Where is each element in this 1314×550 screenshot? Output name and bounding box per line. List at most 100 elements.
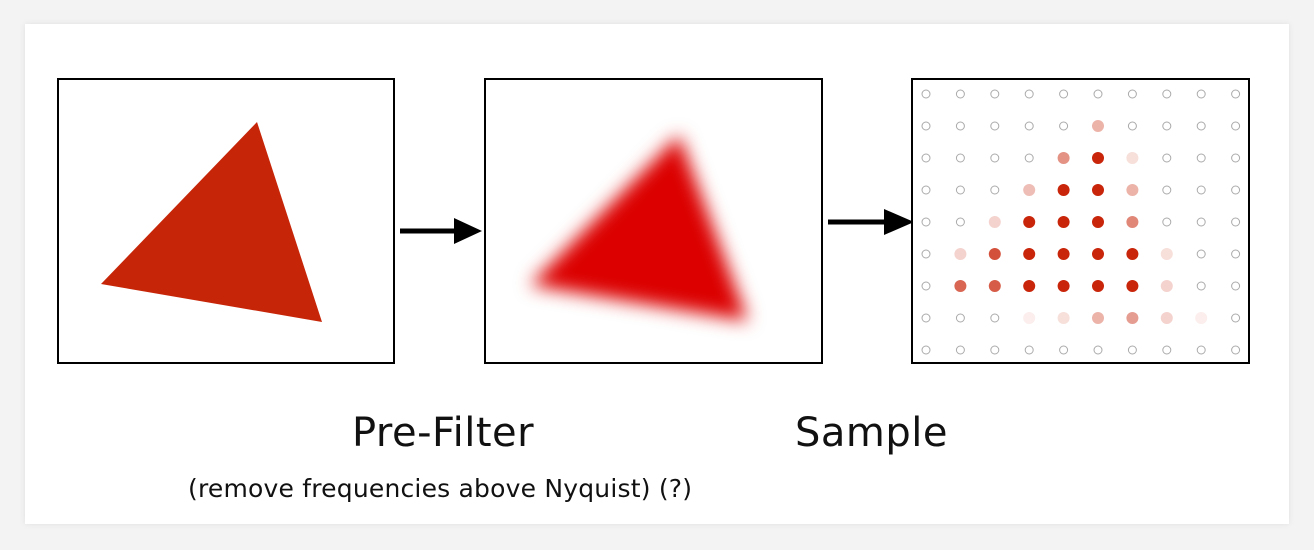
prefiltered-triangle-canvas [530,135,748,321]
sample-dot [1126,216,1139,228]
empty-sample-dot [1196,345,1206,355]
sample-dot [1092,248,1104,260]
empty-sample-dot [990,153,1000,163]
empty-sample-dot [955,121,965,131]
sampled-grid-panel [911,78,1250,364]
empty-sample-dot [1196,249,1206,259]
empty-sample-dot [1127,121,1137,131]
sample-dot [1023,280,1036,292]
sample-dot [1092,152,1104,164]
empty-sample-dot [1024,345,1034,355]
empty-sample-dot [1162,185,1172,195]
sample-dot [1023,184,1036,196]
prefiltered-triangle-panel [484,78,823,364]
arrow-right-icon [400,218,482,244]
sample-dot [954,280,967,292]
empty-sample-dot [1162,217,1172,227]
empty-sample-dot [990,185,1000,195]
empty-sample-dot [921,281,931,291]
empty-sample-dot [1162,89,1172,99]
empty-sample-dot [955,313,965,323]
prefilter-note-label: (remove frequencies above Nyquist) (?) [188,474,693,503]
sample-dot [1057,248,1070,260]
sample-dot [1160,280,1173,292]
empty-sample-dot [921,185,931,195]
empty-sample-dot [955,217,965,227]
sample-dot [1092,216,1104,228]
sample-dot [1057,216,1070,228]
sample-dot [1023,216,1036,228]
sample-dot [1057,184,1070,196]
arrow-right-icon [828,209,914,235]
sample-dot [988,248,1001,260]
sample-dot [1195,312,1208,324]
sample-dot [1092,312,1104,324]
empty-sample-dot [1127,89,1137,99]
sample-dot [1160,312,1173,324]
empty-sample-dot [1231,89,1241,99]
empty-sample-dot [1196,281,1206,291]
empty-sample-dot [1024,153,1034,163]
sample-dot [988,216,1001,228]
empty-sample-dot [990,313,1000,323]
empty-sample-dot [955,345,965,355]
empty-sample-dot [990,89,1000,99]
empty-sample-dot [1231,281,1241,291]
empty-sample-dot [1196,89,1206,99]
empty-sample-dot [1162,153,1172,163]
empty-sample-dot [921,153,931,163]
sample-dot [1126,312,1139,324]
empty-sample-dot [1024,121,1034,131]
empty-sample-dot [990,345,1000,355]
original-triangle-panel [57,78,395,364]
empty-sample-dot [1231,249,1241,259]
sample-dot [1092,280,1104,292]
empty-sample-dot [921,313,931,323]
empty-sample-dot [921,249,931,259]
empty-sample-dot [1196,185,1206,195]
sample-grid-canvas [921,89,1241,355]
empty-sample-dot [1162,121,1172,131]
sample-dot [1160,248,1173,260]
empty-sample-dot [1093,89,1103,99]
empty-sample-dot [1196,217,1206,227]
empty-sample-dot [955,153,965,163]
prefilter-label: Pre-Filter [352,410,535,456]
sample-dot [1023,312,1036,324]
sample-dot [1126,248,1139,260]
sample-dot [1092,184,1104,196]
empty-sample-dot [1231,121,1241,131]
blurred-triangle [530,135,748,321]
empty-sample-dot [955,89,965,99]
empty-sample-dot [1196,153,1206,163]
sample-dot [1092,120,1104,132]
empty-sample-dot [1196,121,1206,131]
empty-sample-dot [1059,89,1069,99]
sample-label: Sample [795,410,948,456]
empty-sample-dot [1093,345,1103,355]
sample-dot [1126,280,1139,292]
original-triangle-canvas [101,122,322,322]
empty-sample-dot [1231,217,1241,227]
empty-sample-dot [955,185,965,195]
empty-sample-dot [1231,153,1241,163]
empty-sample-dot [1231,345,1241,355]
empty-sample-dot [1059,121,1069,131]
sample-dot [1126,152,1139,164]
empty-sample-dot [990,121,1000,131]
sample-dot [1057,312,1070,324]
empty-sample-dot [921,345,931,355]
sample-dot [1057,152,1070,164]
sample-dot [1126,184,1139,196]
empty-sample-dot [1059,345,1069,355]
empty-sample-dot [1024,89,1034,99]
sample-dot [1023,248,1036,260]
empty-sample-dot [921,89,931,99]
empty-sample-dot [1127,345,1137,355]
sample-dot [954,248,967,260]
empty-sample-dot [1162,345,1172,355]
solid-triangle [101,122,322,322]
empty-sample-dot [921,217,931,227]
sample-dot [988,280,1001,292]
empty-sample-dot [1231,313,1241,323]
